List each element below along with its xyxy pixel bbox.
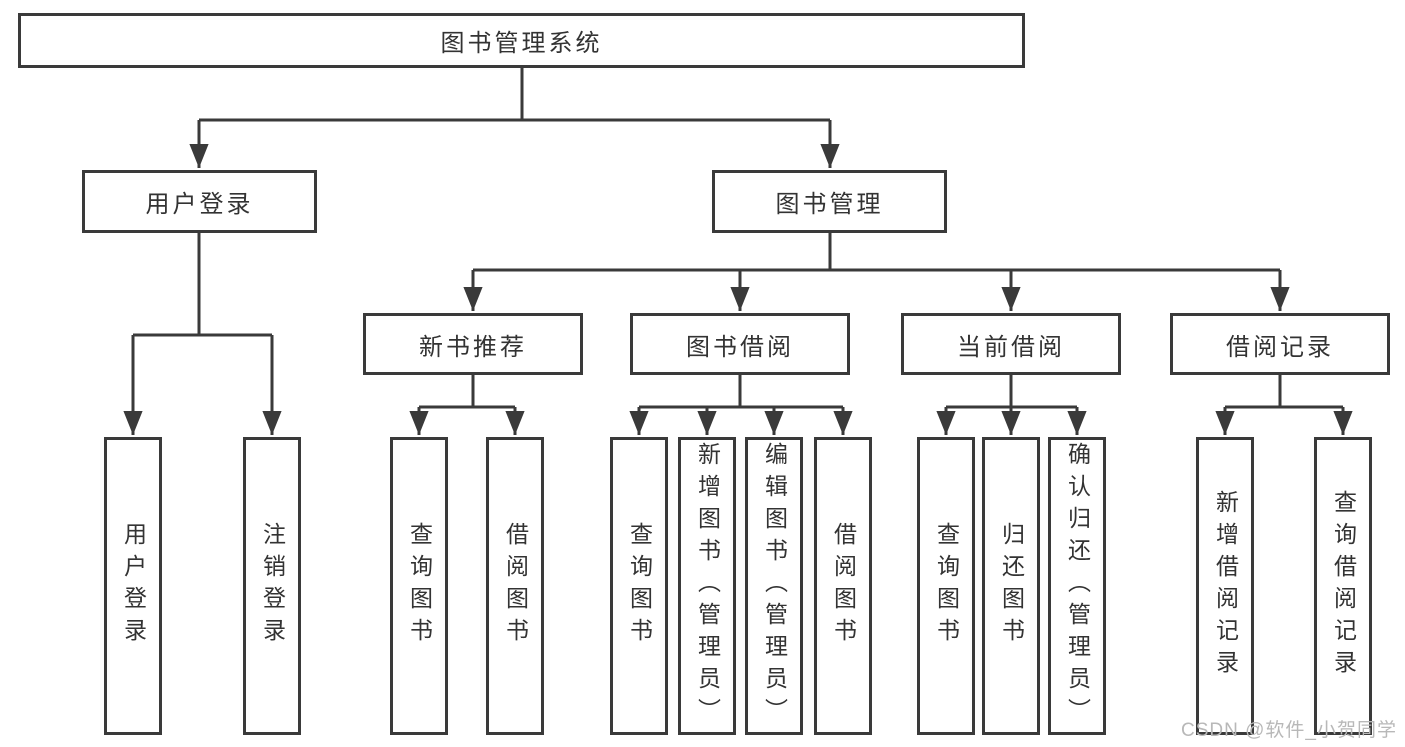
leaf-borrow-add-books-admin: 新增图书（管理员） [678,437,736,735]
node-label: 借阅图书 [502,522,529,650]
node-label: 借阅记录 [1226,333,1334,361]
node-label: 当前借阅 [957,333,1065,361]
node-label: 编辑图书（管理员） [761,442,788,730]
node-label: 归还图书 [998,522,1025,650]
leaf-logout: 注销登录 [243,437,301,735]
node-label: 查询借阅记录 [1330,490,1357,682]
leaf-borrow-query-books: 查询图书 [610,437,668,735]
node-label: 注销登录 [259,522,286,650]
node-book-borrowing: 图书借阅 [630,313,850,375]
node-label: 查询图书 [406,522,433,650]
leaf-newrec-query-books: 查询图书 [390,437,448,735]
node-borrowing-records: 借阅记录 [1170,313,1390,375]
node-book-management: 图书管理 [712,170,947,233]
node-label: 新书推荐 [419,333,527,361]
node-label: 确认归还（管理员） [1064,442,1091,730]
leaf-borrow-edit-books-admin: 编辑图书（管理员） [745,437,803,735]
leaf-records-add-record: 新增借阅记录 [1196,437,1254,735]
leaf-borrow-borrow-books: 借阅图书 [814,437,872,735]
node-user-login: 用户登录 [82,170,317,233]
node-label: 查询图书 [626,522,653,650]
node-new-book-recommend: 新书推荐 [363,313,583,375]
node-label: 用户登录 [120,522,147,650]
node-label: 图书管理 [775,191,884,218]
node-label: 用户登录 [145,191,254,218]
leaf-records-query-record: 查询借阅记录 [1314,437,1372,735]
leaf-current-query-books: 查询图书 [917,437,975,735]
node-label: 借阅图书 [830,522,857,650]
node-label: 新增借阅记录 [1212,490,1239,682]
leaf-current-return-books: 归还图书 [982,437,1040,735]
node-label: 图书管理系统 [440,30,603,57]
node-label: 新增图书（管理员） [694,442,721,730]
watermark: CSDN @软件_小贺同学 [1181,720,1397,741]
leaf-current-confirm-return-admin: 确认归还（管理员） [1048,437,1106,735]
leaf-newrec-borrow-books: 借阅图书 [486,437,544,735]
node-label: 图书借阅 [686,333,794,361]
node-current-borrowing: 当前借阅 [901,313,1121,375]
node-label: 查询图书 [933,522,960,650]
leaf-user-login: 用户登录 [104,437,162,735]
node-library-system: 图书管理系统 [18,13,1025,68]
